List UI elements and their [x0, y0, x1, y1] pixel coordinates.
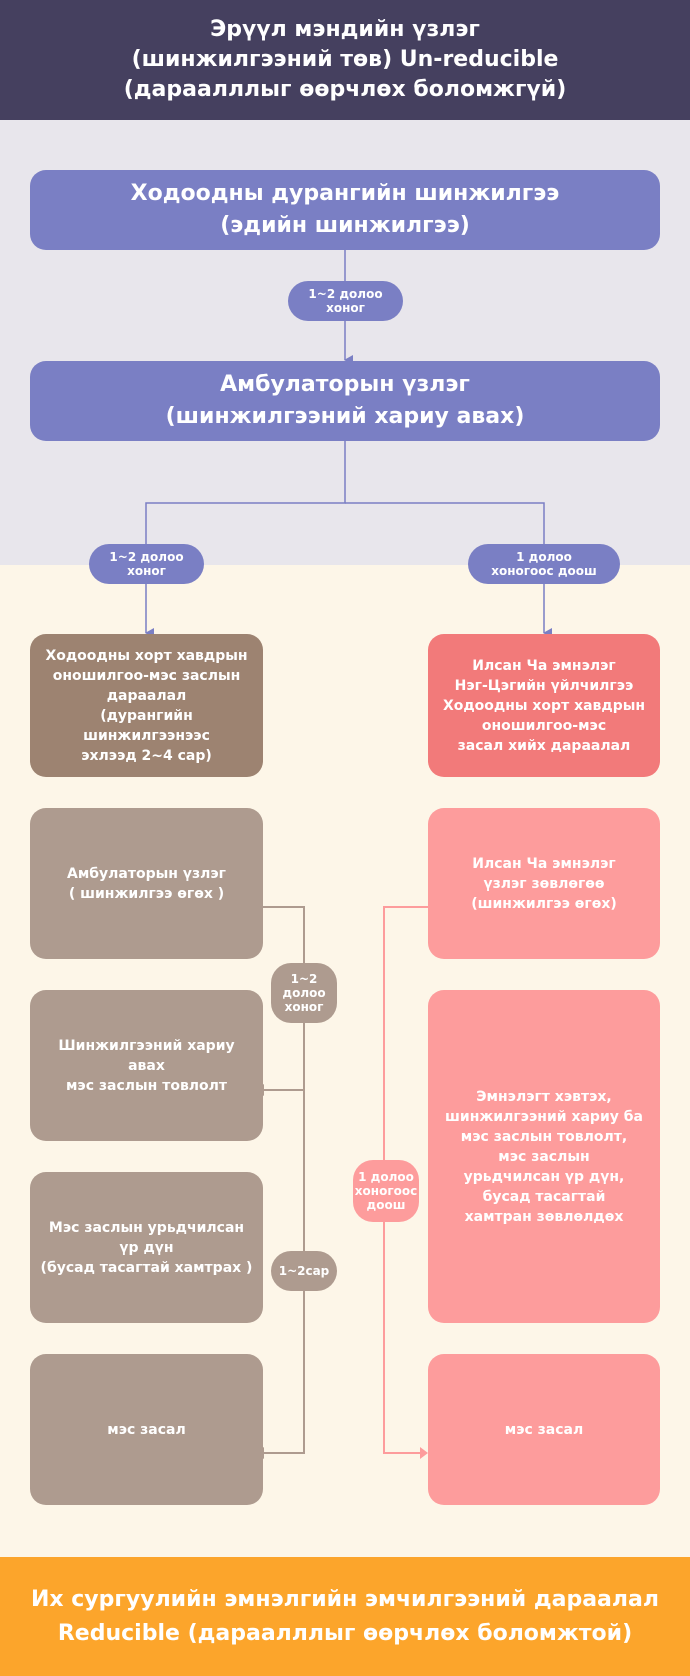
left-surgery-label: мэс засал: [107, 1421, 186, 1438]
page-footer: Их сургуулийн эмнэлгийн эмчилгээний дара…: [0, 1557, 690, 1676]
endoscopy-box: Ходоодны дурангийн шинжилгээ (эдийн шинж…: [30, 170, 660, 250]
right-consult-label: Илсан Ча эмнэлэг үзлэг зөвлөгөө (шинжилг…: [471, 855, 617, 912]
footer-title: Их сургуулийн эмнэлгийн эмчилгээний дара…: [31, 1586, 659, 1646]
outpatient-result-box: Амбулаторын үзлэг (шинжилгээний хариу ав…: [30, 361, 660, 441]
left-branch-pill-label: 1~2 долоо хоног: [109, 550, 184, 578]
right-sequence-title: Илсан Ча эмнэлэг Нэг-Цэгийн үйлчилгээ Хо…: [442, 657, 646, 754]
left-weeks-pill: 1~2 долоо хоног: [271, 963, 337, 1023]
left-results-box: Шинжилгээний хариу авах мэс заслын товло…: [30, 990, 263, 1141]
outpatient-result-label: Амбулаторын үзлэг (шинжилгээний хариу ав…: [165, 372, 525, 429]
right-week-pill-label: 1 долоо хоногоос доош: [354, 1170, 418, 1212]
left-outpatient-label: Амбулаторын үзлэг ( шинжилгээ өгөх ): [67, 865, 226, 902]
right-consult-box: Илсан Ча эмнэлэг үзлэг зөвлөгөө (шинжилг…: [428, 808, 660, 959]
left-results-label: Шинжилгээний хариу авах мэс заслын товло…: [58, 1037, 235, 1094]
left-sequence-title-box: Ходоодны хорт хавдрын оношилгоо-мэс засл…: [30, 634, 263, 777]
right-sequence-title-box: Илсан Ча эмнэлэг Нэг-Цэгийн үйлчилгээ Хо…: [428, 634, 660, 777]
duration-pill-1-label: 1~2 долоо хоног: [308, 287, 383, 315]
left-surgery-box: мэс засал: [30, 1354, 263, 1505]
left-outpatient-box: Амбулаторын үзлэг ( шинжилгээ өгөх ): [30, 808, 263, 959]
left-preop-box: Мэс заслын урьдчилсан үр дүн (бусад таса…: [30, 1172, 263, 1323]
right-branch-pill-label: 1 долоо хоногоос доош: [491, 550, 597, 578]
duration-pill-1: 1~2 долоо хоног: [288, 281, 403, 321]
page-header: Эрүүл мэндийн үзлэг (шинжилгээний төв) U…: [0, 0, 690, 120]
right-admission-box: Эмнэлэгт хэвтэх, шинжилгээний хариу ба м…: [428, 990, 660, 1323]
header-title: Эрүүл мэндийн үзлэг (шинжилгээний төв) U…: [123, 17, 567, 102]
endoscopy-label: Ходоодны дурангийн шинжилгээ (эдийн шинж…: [130, 181, 560, 238]
right-admission-label: Эмнэлэгт хэвтэх, шинжилгээний хариу ба м…: [445, 1088, 643, 1225]
right-branch-pill: 1 долоо хоногоос доош: [468, 544, 620, 584]
left-sequence-title: Ходоодны хорт хавдрын оношилгоо-мэс засл…: [45, 647, 248, 764]
right-surgery-label: мэс засал: [504, 1421, 584, 1438]
right-week-pill: 1 долоо хоногоос доош: [353, 1160, 419, 1222]
left-branch-pill: 1~2 долоо хоног: [89, 544, 204, 584]
left-preop-label: Мэс заслын урьдчилсан үр дүн (бусад таса…: [40, 1219, 253, 1276]
left-months-pill: 1~2сар: [271, 1251, 337, 1291]
left-months-pill-label: 1~2сар: [278, 1264, 330, 1278]
left-weeks-pill-label: 1~2 долоо хоног: [282, 972, 326, 1014]
right-surgery-box: мэс засал: [428, 1354, 660, 1505]
